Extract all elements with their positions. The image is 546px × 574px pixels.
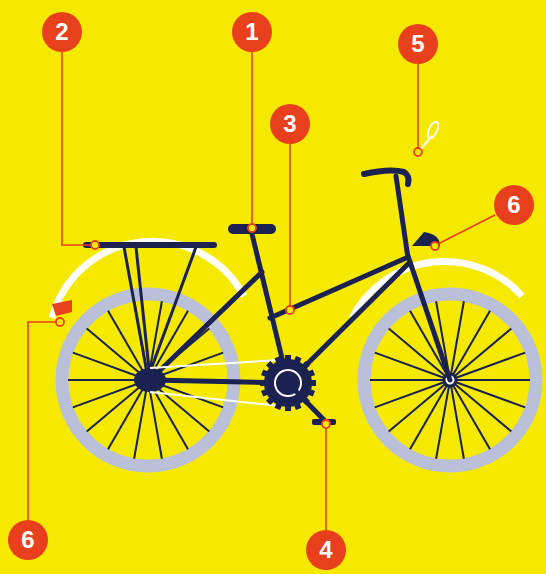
stem (396, 176, 408, 258)
tail-light (52, 300, 72, 316)
spoke (450, 311, 490, 380)
drivetrain (150, 355, 336, 425)
callout-number: 3 (270, 104, 310, 144)
leader-line (417, 64, 419, 148)
leader-line (438, 215, 495, 244)
callout-number: 6 (8, 520, 48, 560)
callout-number: 4 (306, 530, 346, 570)
callout-number: 1 (232, 12, 272, 52)
spoke (450, 329, 511, 380)
fork (408, 256, 450, 380)
leader-end (414, 148, 422, 156)
brake-lever (426, 120, 441, 140)
spoke (370, 379, 450, 381)
leader-line (325, 428, 327, 530)
callout-number: 6 (494, 185, 534, 225)
leader-end (322, 420, 330, 428)
spoke (450, 380, 511, 431)
wheels (62, 294, 536, 466)
rear-mudguard (52, 241, 244, 318)
callout-number: 2 (42, 12, 82, 52)
frame (86, 170, 450, 383)
chain (150, 392, 280, 406)
spoke (410, 380, 450, 449)
leader-ends (56, 148, 439, 428)
leader-end (91, 241, 99, 249)
leader-end (248, 224, 256, 232)
leader-line (28, 322, 56, 520)
spoke (450, 353, 525, 380)
rack-strut (150, 247, 196, 372)
leader-lines (28, 52, 495, 530)
spoke (375, 380, 450, 407)
spoke (375, 353, 450, 380)
rack-strut (136, 247, 150, 378)
crank (288, 383, 324, 420)
spoke (389, 380, 450, 431)
leader-end (431, 242, 439, 250)
leader-end (56, 318, 64, 326)
spoke (450, 380, 525, 407)
saddle (228, 224, 276, 234)
spoke (450, 379, 530, 381)
chain (150, 360, 280, 368)
leader-line (289, 144, 291, 306)
spoke (450, 380, 464, 459)
down-tube (288, 262, 410, 383)
callout-number: 5 (398, 24, 438, 64)
leader-line (251, 52, 253, 224)
leader-end (286, 306, 294, 314)
handlebar (364, 170, 409, 184)
leader-line (62, 52, 91, 245)
